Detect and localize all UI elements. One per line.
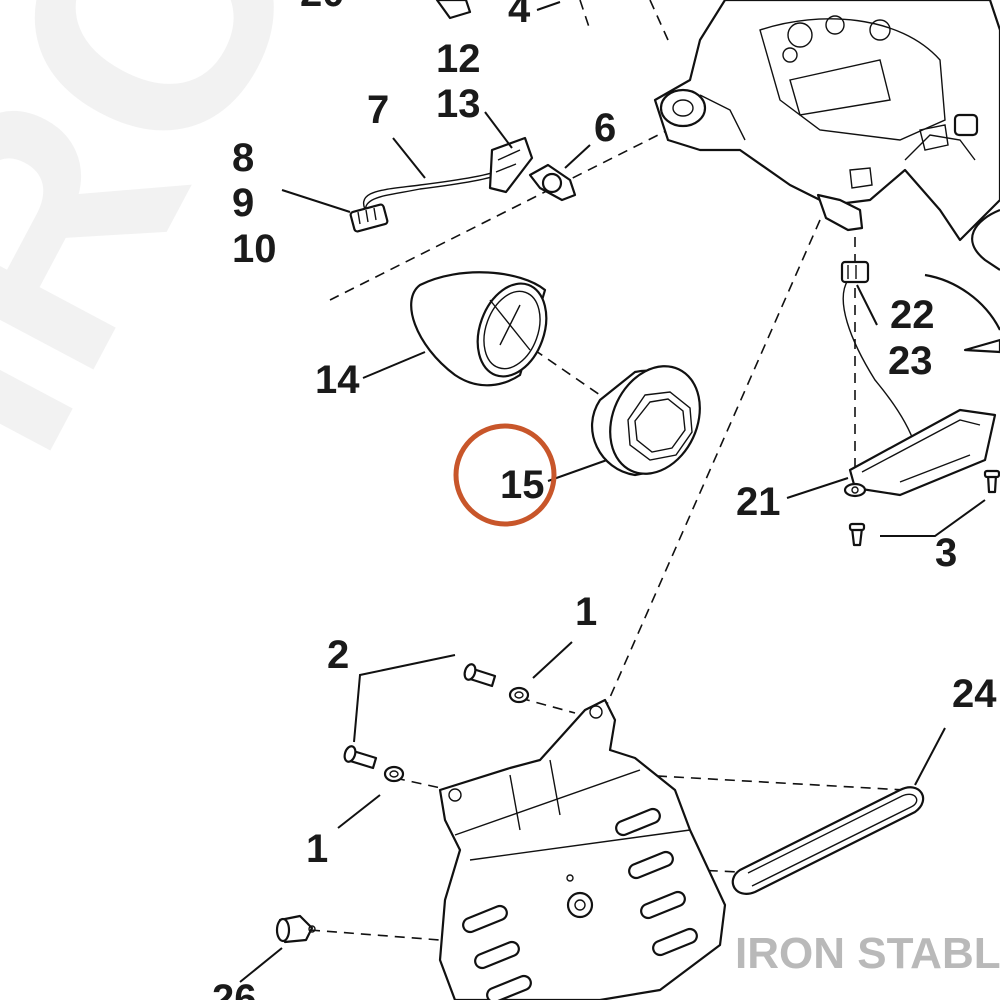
screws-3 bbox=[848, 469, 1000, 547]
callout-9: 9 bbox=[232, 181, 254, 225]
callout-20: 20 bbox=[300, 0, 345, 15]
bracket-slots bbox=[462, 807, 698, 1000]
leader-lines bbox=[239, 1, 986, 983]
callout-26: 26 bbox=[212, 977, 257, 1000]
callout-21: 21 bbox=[736, 480, 781, 524]
callout-15: 15 bbox=[500, 463, 545, 507]
callout-1-upper: 1 bbox=[575, 590, 597, 634]
bulb-socket bbox=[528, 163, 577, 202]
callout-1-lower: 1 bbox=[306, 827, 328, 871]
callout-23: 23 bbox=[888, 339, 933, 383]
callout-12: 12 bbox=[436, 37, 481, 81]
running-light-bar bbox=[840, 260, 997, 498]
callout-14: 14 bbox=[315, 358, 360, 402]
highlight-ring bbox=[453, 423, 557, 527]
callout-8: 8 bbox=[232, 136, 254, 180]
callout-4: 4 bbox=[508, 0, 531, 31]
part-4-bracket bbox=[435, 0, 472, 20]
pins-and-washers bbox=[343, 663, 530, 783]
turn-signal-shell bbox=[410, 271, 548, 387]
light-strip bbox=[731, 786, 925, 895]
callout-13: 13 bbox=[436, 82, 481, 126]
callout-6: 6 bbox=[594, 106, 616, 150]
plug-26 bbox=[275, 914, 316, 944]
callout-labels: 20 4 12 13 7 6 8 9 10 14 15 22 23 21 3 1… bbox=[212, 0, 997, 1000]
callout-22: 22 bbox=[890, 293, 935, 337]
fender-edge bbox=[924, 208, 1000, 354]
lens-trim-ring bbox=[590, 365, 701, 477]
brand-watermark: IRON STABLE bbox=[735, 929, 1000, 978]
license-plate-bracket bbox=[438, 698, 727, 1000]
callout-2: 2 bbox=[327, 633, 349, 677]
turn-signal-harness bbox=[349, 136, 534, 233]
headlight-housing bbox=[653, 0, 1000, 242]
callout-3: 3 bbox=[935, 531, 957, 575]
callout-10: 10 bbox=[232, 227, 277, 271]
callout-24: 24 bbox=[952, 672, 997, 716]
callout-7: 7 bbox=[367, 88, 389, 132]
